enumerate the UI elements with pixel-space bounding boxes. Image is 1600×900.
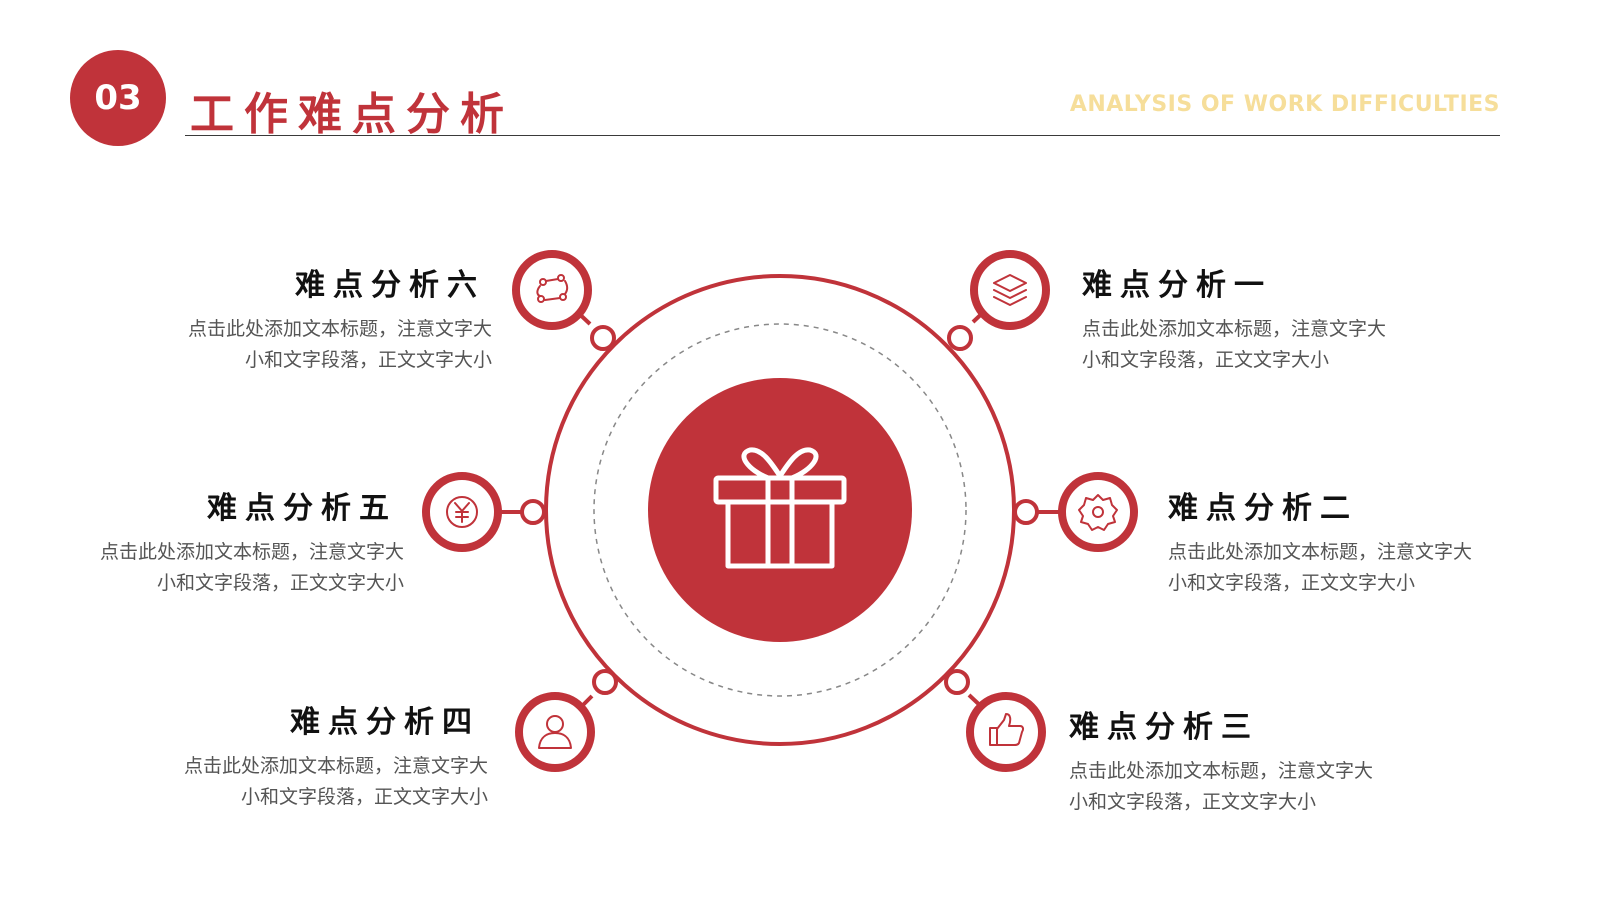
dashed-ring	[593, 323, 967, 697]
connector-dot-3	[944, 669, 970, 695]
yen-icon	[446, 496, 478, 528]
item-title-4: 难点分析四	[290, 705, 480, 740]
item-desc-1-line2: 小和文字段落，正文文字大小	[1082, 349, 1330, 371]
header-divider	[185, 135, 1500, 136]
thumbs-up-icon	[989, 713, 1025, 746]
node-circle-3	[966, 692, 1046, 772]
item-title-5: 难点分析五	[207, 491, 397, 526]
item-desc-3-line1: 点击此处添加文本标题，注意文字大	[1069, 760, 1374, 782]
item-desc-5: 点击此处添加文本标题，注意文字大 小和文字段落，正文文字大小	[84, 537, 404, 599]
gift-icon	[713, 447, 847, 569]
item-desc-4-line2: 小和文字段落，正文文字大小	[240, 786, 488, 808]
node-circle-6	[512, 250, 592, 330]
item-desc-4: 点击此处添加文本标题，注意文字大 小和文字段落，正文文字大小	[168, 751, 488, 813]
item-desc-1: 点击此处添加文本标题，注意文字大 小和文字段落，正文文字大小	[1082, 314, 1402, 376]
item-desc-6: 点击此处添加文本标题，注意文字大 小和文字段落，正文文字大小	[172, 314, 492, 376]
cycle-icon	[536, 274, 569, 303]
item-desc-2-line2: 小和文字段落，正文文字大小	[1168, 572, 1416, 594]
page-title: 工作难点分析	[190, 89, 514, 140]
item-title-2: 难点分析二	[1168, 491, 1358, 526]
connector-dot-1	[947, 325, 973, 351]
user-icon	[538, 715, 572, 749]
gear-icon	[1078, 494, 1118, 531]
item-desc-2: 点击此处添加文本标题，注意文字大 小和文字段落，正文文字大小	[1168, 537, 1488, 599]
connector-dot-2	[1013, 499, 1039, 525]
item-desc-3: 点击此处添加文本标题，注意文字大 小和文字段落，正文文字大小	[1069, 756, 1389, 818]
item-desc-5-line1: 点击此处添加文本标题，注意文字大	[99, 541, 404, 563]
item-desc-3-line2: 小和文字段落，正文文字大小	[1069, 791, 1317, 813]
connector-dot-4	[592, 669, 618, 695]
item-desc-5-line2: 小和文字段落，正文文字大小	[156, 572, 404, 594]
connector-dot-6	[590, 325, 616, 351]
item-desc-6-line1: 点击此处添加文本标题，注意文字大	[187, 318, 492, 340]
item-desc-2-line1: 点击此处添加文本标题，注意文字大	[1168, 541, 1473, 563]
item-title-6: 难点分析六	[295, 268, 485, 303]
center-disk	[648, 378, 912, 642]
section-number-badge: 03	[70, 50, 166, 146]
page-subtitle: ANALYSIS OF WORK DIFFICULTIES	[1069, 92, 1500, 117]
item-desc-6-line2: 小和文字段落，正文文字大小	[244, 349, 492, 371]
item-desc-4-line1: 点击此处添加文本标题，注意文字大	[183, 755, 488, 777]
item-desc-1-line1: 点击此处添加文本标题，注意文字大	[1082, 318, 1387, 340]
connector-dot-5	[520, 499, 546, 525]
node-circle-2	[1058, 472, 1138, 552]
item-title-3: 难点分析三	[1069, 710, 1259, 745]
layers-icon	[993, 274, 1027, 306]
item-title-1: 难点分析一	[1082, 268, 1272, 303]
